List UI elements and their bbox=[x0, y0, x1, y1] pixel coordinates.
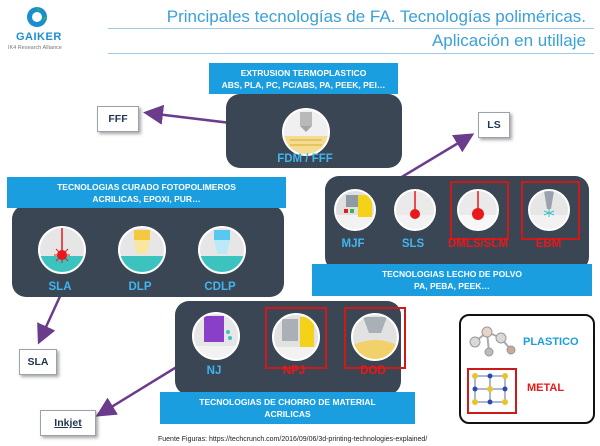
arrow-to-sla bbox=[37, 291, 64, 345]
tech-label-ebm: EBM bbox=[535, 238, 562, 250]
gaiker-logo: GAIKER IK4 Research Alliance bbox=[6, 4, 66, 54]
tag-fff: FFF bbox=[97, 106, 139, 132]
lecho-title: TECNOLOGIAS LECHO DE POLVO bbox=[381, 269, 523, 279]
title-divider-1 bbox=[108, 28, 594, 29]
tech-label-npj: NPJ bbox=[282, 365, 306, 377]
legend-metal-frame bbox=[467, 368, 517, 414]
tech-label-dod: DOD bbox=[360, 365, 386, 377]
ebm-illustration bbox=[528, 189, 570, 231]
tech-label-cdlp: CDLP bbox=[204, 281, 236, 293]
tech-label-fdm: FDM / FFF bbox=[277, 153, 333, 165]
dlp-illustration bbox=[118, 226, 166, 274]
mjf-illustration bbox=[334, 189, 376, 231]
metal-lattice-icon bbox=[472, 373, 508, 405]
ebm-metal-frame bbox=[521, 181, 580, 240]
page-title-line1: Principales tecnologías de FA. Tecnologí… bbox=[166, 7, 586, 26]
logo-name: GAIKER bbox=[16, 31, 62, 43]
dod-illustration bbox=[351, 313, 399, 361]
cdlp-illustration bbox=[198, 226, 246, 274]
fdm-illustration bbox=[282, 108, 330, 156]
npj-metal-frame bbox=[265, 307, 327, 369]
extrusion-header: EXTRUSION TERMOPLASTICO ABS, PLA, PC, PC… bbox=[209, 63, 398, 94]
title-divider-2 bbox=[108, 53, 594, 54]
curado-title: TECNOLOGIAS CURADO FOTOPOLIMEROS bbox=[57, 181, 236, 192]
figure-source: Fuente Figuras: https://techcrunch.com/2… bbox=[158, 436, 428, 443]
sla-illustration bbox=[38, 226, 86, 274]
npj-illustration bbox=[272, 313, 320, 361]
lecho-header: TECNOLOGIAS LECHO DE POLVO PA, PEBA, PEE… bbox=[312, 264, 592, 296]
material-legend: PLASTICO METAL bbox=[459, 314, 595, 424]
curado-header: TECNOLOGIAS CURADO FOTOPOLIMEROS ACRILIC… bbox=[7, 177, 286, 208]
tag-inkjet: Inkjet bbox=[40, 410, 96, 436]
plastic-molecule-icon bbox=[469, 326, 516, 357]
nj-illustration bbox=[192, 312, 240, 360]
dmls-illustration bbox=[457, 189, 499, 231]
gaiker-emblem-icon bbox=[27, 7, 47, 27]
tech-label-nj: NJ bbox=[206, 365, 222, 377]
chorro-header: TECNOLOGIAS DE CHORRO DE MATERIAL ACRILI… bbox=[160, 392, 415, 424]
lecho-materials: PA, PEBA, PEEK… bbox=[414, 281, 490, 291]
tech-label-dlp: DLP bbox=[128, 281, 152, 293]
tech-label-mjf: MJF bbox=[341, 238, 365, 250]
logo-subtitle: IK4 Research Alliance bbox=[8, 45, 62, 51]
extrusion-title: EXTRUSION TERMOPLASTICO bbox=[240, 67, 367, 78]
tag-ls: LS bbox=[478, 112, 510, 138]
curado-materials: ACRILICAS, EPOXI, PUR… bbox=[92, 193, 201, 204]
legend-plastico-label: PLASTICO bbox=[523, 336, 579, 348]
tech-label-sls: SLS bbox=[401, 238, 425, 250]
page-title-line2: Aplicación en utillaje bbox=[431, 31, 586, 50]
chorro-materials: ACRILICAS bbox=[264, 409, 311, 419]
tech-label-sla: SLA bbox=[48, 281, 72, 293]
legend-metal-label: METAL bbox=[527, 382, 565, 394]
tech-label-dmls-slm: DMLS/SLM bbox=[447, 238, 509, 250]
dmls-metal-frame bbox=[450, 181, 509, 240]
tag-sla: SLA bbox=[19, 349, 57, 375]
extrusion-materials: ABS, PLA, PC, PC/ABS, PA, PEEK, PEI… bbox=[221, 79, 386, 90]
sls-illustration bbox=[394, 189, 436, 231]
dod-metal-frame bbox=[344, 307, 406, 369]
chorro-title: TECNOLOGIAS DE CHORRO DE MATERIAL bbox=[199, 397, 376, 407]
arrow-to-inkjet bbox=[95, 358, 189, 417]
